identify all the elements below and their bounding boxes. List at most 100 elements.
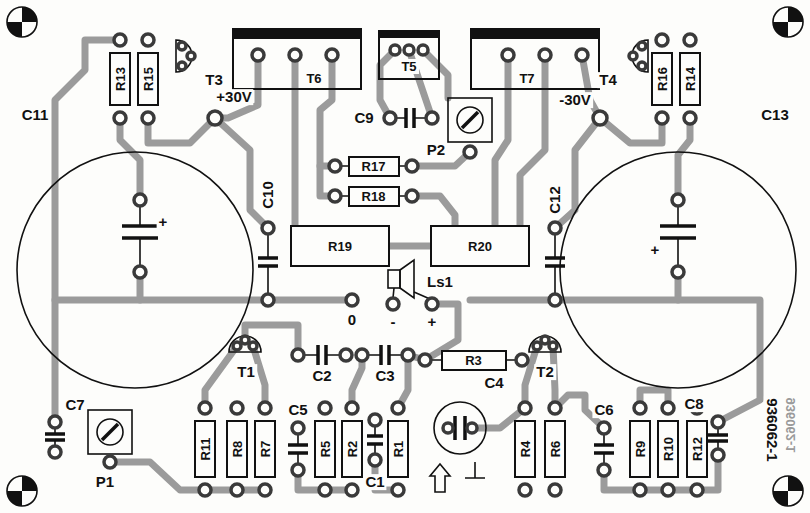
solder-pad xyxy=(549,294,561,306)
part-label: C11 xyxy=(20,107,51,123)
solder-pad xyxy=(406,190,418,202)
part-label: 936062-1 xyxy=(764,396,780,463)
registration-mark xyxy=(7,476,37,506)
part-label: 0 xyxy=(346,312,358,328)
registration-mark xyxy=(773,476,803,506)
solder-pad xyxy=(426,298,438,310)
part-label: R7 xyxy=(258,439,273,460)
capacitor-lead xyxy=(54,428,56,446)
solder-pad xyxy=(533,342,541,350)
part-label: R18 xyxy=(360,189,388,204)
part-label: C7 xyxy=(63,397,86,413)
copper-track xyxy=(470,300,760,422)
solder-pad xyxy=(199,484,211,496)
registration-mark xyxy=(773,22,788,37)
resistor-body: R16 xyxy=(651,52,673,106)
part-label: +30V xyxy=(214,89,253,105)
copper-track xyxy=(380,50,395,118)
solder-pad xyxy=(576,49,588,61)
capacitor-symbol xyxy=(45,434,65,440)
speaker-symbol xyxy=(400,260,414,298)
capacitor-symbol xyxy=(288,445,308,453)
copper-track xyxy=(292,55,299,225)
solder-pad xyxy=(292,349,304,361)
solder-pad xyxy=(114,34,126,46)
solder-pad xyxy=(443,423,453,433)
copper-track xyxy=(495,55,508,225)
part-label: 936062-1 xyxy=(784,396,798,455)
solder-pad xyxy=(549,402,561,414)
part-label: R19 xyxy=(326,239,354,254)
capacitor-lead xyxy=(267,234,269,294)
transistor-outline xyxy=(229,336,261,352)
part-label: R14 xyxy=(683,65,698,93)
transistor-package: T7 xyxy=(470,28,600,90)
part-label: T3 xyxy=(203,72,225,88)
capacitor-lead xyxy=(396,117,426,119)
solder-pad xyxy=(346,484,358,496)
capacitor-symbol xyxy=(367,436,383,444)
capacitor-symbol xyxy=(594,445,614,453)
solder-pad xyxy=(319,484,331,496)
solder-pad xyxy=(634,402,646,414)
solder-pad xyxy=(329,160,341,172)
part-label: R17 xyxy=(360,159,388,174)
registration-mark xyxy=(7,7,37,37)
solder-pad xyxy=(231,402,243,414)
trimmer-outline xyxy=(448,98,492,142)
solder-pad xyxy=(241,336,249,344)
part-label: -30V xyxy=(557,92,593,108)
trimmer-slot xyxy=(462,112,478,128)
part-label: T7 xyxy=(517,71,536,86)
capacitor-plate xyxy=(660,224,696,228)
solder-pad xyxy=(178,62,186,70)
registration-mark xyxy=(7,22,22,37)
part-label: C12 xyxy=(547,184,563,216)
solder-pad xyxy=(231,484,243,496)
registration-mark xyxy=(788,7,803,22)
solder-pad xyxy=(662,402,674,414)
capacitor-symbol xyxy=(318,345,326,365)
capacitor-symbol xyxy=(258,258,278,266)
solder-pad xyxy=(549,222,561,234)
solder-pad xyxy=(104,456,116,468)
resistor-body: R17 xyxy=(348,156,400,177)
solder-pad xyxy=(289,49,301,61)
transistor-outline xyxy=(529,336,561,352)
part-label: C13 xyxy=(759,107,791,123)
part-label: R15 xyxy=(141,65,156,93)
solder-pad xyxy=(404,45,414,55)
solder-pad xyxy=(369,454,381,466)
part-label: C3 xyxy=(373,368,396,384)
registration-mark xyxy=(22,476,37,491)
resistor-body: R1 xyxy=(387,420,409,478)
part-label: R12 xyxy=(690,435,705,463)
solder-pad xyxy=(292,422,304,434)
capacitor-lead xyxy=(139,206,141,266)
part-label: R4 xyxy=(518,439,533,460)
solder-pad xyxy=(187,52,195,60)
registration-mark xyxy=(773,7,803,37)
part-label: C4 xyxy=(482,375,505,391)
capacitor-lead xyxy=(368,354,402,356)
capacitor-symbol xyxy=(406,108,414,128)
solder-pad xyxy=(426,112,438,124)
resistor-body: R2 xyxy=(341,420,363,478)
capacitor-plate xyxy=(660,236,696,240)
solder-pad xyxy=(638,42,646,50)
resistor-body: R5 xyxy=(314,420,336,478)
copper-track xyxy=(678,118,690,200)
solder-pad xyxy=(369,414,381,426)
capacitor-lead xyxy=(554,234,556,294)
solder-pad xyxy=(49,446,61,458)
part-label: P2 xyxy=(425,142,447,158)
copper-track xyxy=(148,118,215,143)
copper-track xyxy=(245,325,298,355)
solder-pad xyxy=(262,222,274,234)
solder-pad xyxy=(672,194,684,206)
capacitor-outline xyxy=(434,402,486,454)
solder-pad xyxy=(418,45,428,55)
solder-pad xyxy=(467,423,477,433)
copper-track xyxy=(423,50,448,98)
capacitor-lead xyxy=(677,206,679,266)
